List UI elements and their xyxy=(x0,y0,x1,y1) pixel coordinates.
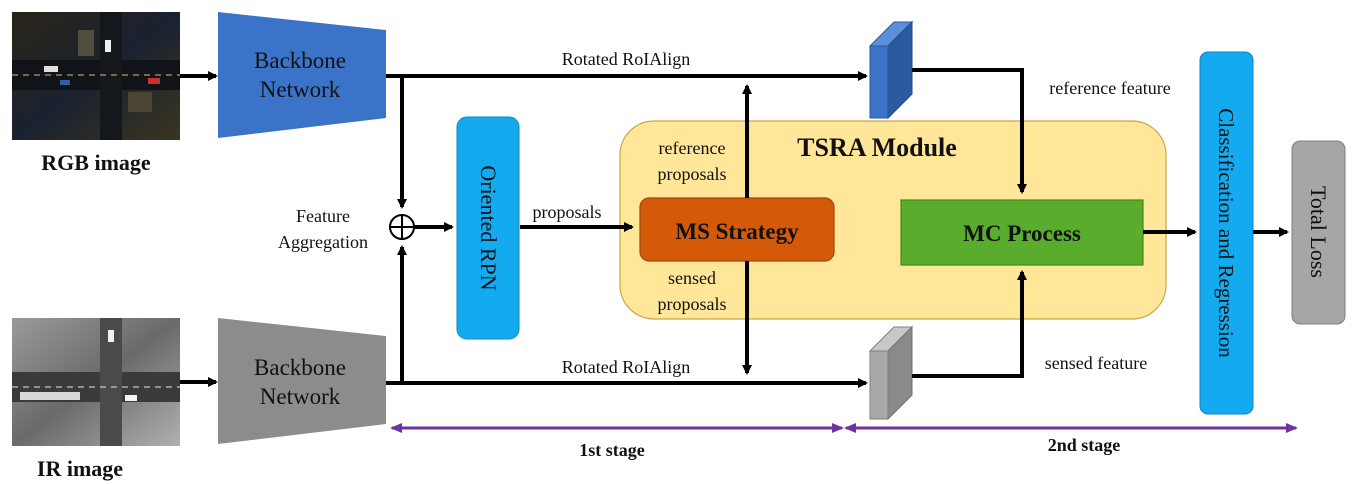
reference-proposals-label-2: proposals xyxy=(658,164,727,184)
mc-process-label: MC Process xyxy=(963,221,1081,246)
rgb-image-caption: RGB image xyxy=(41,150,151,175)
ir-image xyxy=(12,318,180,446)
sensed-roi-feature-block xyxy=(868,325,914,421)
sensed-proposals-label-1: sensed xyxy=(668,268,716,288)
feature-aggregation-label-1: Feature xyxy=(296,206,350,226)
tsra-module-box xyxy=(619,120,1167,320)
sensed-proposals-label-2: proposals xyxy=(658,294,727,314)
reference-roi-feature-block xyxy=(868,20,914,120)
rotated-roialign-bottom-label: Rotated RoIAlign xyxy=(562,357,691,377)
rgb-backbone-label-2: Network xyxy=(260,77,341,102)
ir-backbone-label-2: Network xyxy=(260,384,341,409)
total-loss-label: Total Loss xyxy=(1306,186,1331,278)
ir-image-caption: IR image xyxy=(37,456,123,481)
reference-feature-label: reference feature xyxy=(1049,78,1170,98)
ms-strategy-label: MS Strategy xyxy=(675,219,799,244)
feature-aggregation-label-2: Aggregation xyxy=(278,232,368,252)
classification-regression-label: Classification and Regression xyxy=(1214,108,1238,358)
ir-backbone-network xyxy=(218,318,386,444)
ir-backbone-label-1: Backbone xyxy=(254,355,346,380)
oriented-rpn-label: Oriented RPN xyxy=(476,165,501,290)
second-stage-label: 2nd stage xyxy=(1048,435,1121,455)
first-stage-label: 1st stage xyxy=(579,440,645,460)
total-loss-box xyxy=(1291,140,1346,325)
oriented-rpn-box xyxy=(456,116,520,340)
rgb-backbone-label-1: Backbone xyxy=(254,48,346,73)
rgb-image xyxy=(12,12,180,140)
sensed-feature-arrow xyxy=(912,270,1027,378)
proposals-label: proposals xyxy=(533,202,602,222)
rotated-roialign-top-label: Rotated RoIAlign xyxy=(562,49,691,69)
mc-process-box xyxy=(900,199,1144,266)
tsra-module-title: TSRA Module xyxy=(797,133,957,162)
reference-proposals-label-1: reference xyxy=(659,138,726,158)
rgb-backbone-network xyxy=(218,12,386,138)
reference-feature-arrow xyxy=(912,68,1027,194)
feature-aggregation-oplus xyxy=(389,214,415,240)
sensed-feature-label: sensed feature xyxy=(1045,353,1147,373)
ms-strategy-box xyxy=(639,197,835,262)
